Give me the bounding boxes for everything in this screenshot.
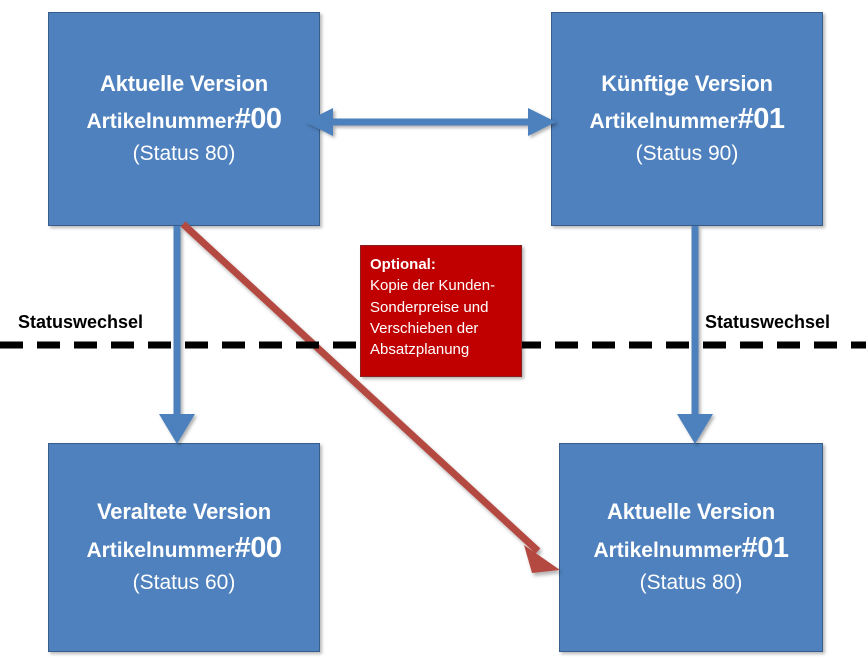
node-kuenftige-version-01[interactable]: Künftige Version Artikelnummer#01 (Statu… bbox=[551, 12, 823, 226]
optional-note-line: Absatzplanung bbox=[370, 341, 470, 359]
node-article-line: Artikelnummer#00 bbox=[86, 98, 282, 140]
node-veraltete-version-00[interactable]: Veraltete Version Artikelnummer#00 (Stat… bbox=[48, 443, 320, 652]
statuswechsel-label-right: Statuswechsel bbox=[705, 312, 831, 332]
node-article-label: Artikelnummer bbox=[593, 538, 742, 562]
node-article-number: #01 bbox=[741, 531, 789, 564]
node-article-line: Artikelnummer#01 bbox=[589, 98, 785, 140]
optional-note-line: Verschieben der bbox=[370, 319, 479, 337]
connector-right-vertical bbox=[677, 226, 713, 444]
node-status: (Status 60) bbox=[132, 570, 236, 594]
statuswechsel-label-left: Statuswechsel bbox=[18, 312, 144, 332]
node-title: Aktuelle Version bbox=[100, 70, 268, 96]
node-article-label: Artikelnummer bbox=[86, 110, 235, 134]
node-article-line: Artikelnummer#01 bbox=[593, 527, 789, 569]
node-article-number: #01 bbox=[737, 103, 785, 136]
node-article-number: #00 bbox=[234, 103, 282, 136]
node-status: (Status 80) bbox=[132, 142, 236, 166]
node-status: (Status 80) bbox=[639, 570, 743, 594]
connector-diagonal-optional bbox=[180, 221, 560, 573]
node-article-line: Artikelnummer#00 bbox=[86, 527, 282, 569]
node-title: Veraltete Version bbox=[97, 499, 271, 524]
optional-note-line: Sonderpreise und bbox=[370, 298, 489, 316]
node-title: Künftige Version bbox=[601, 70, 773, 96]
optional-note-line: Kopie der Kunden- bbox=[370, 277, 496, 295]
node-status: (Status 90) bbox=[635, 142, 739, 166]
node-article-label: Artikelnummer bbox=[86, 538, 235, 562]
node-article-label: Artikelnummer bbox=[589, 110, 738, 134]
connector-left-vertical bbox=[159, 226, 195, 444]
connector-top-horizontal bbox=[305, 108, 556, 136]
optional-note-box[interactable]: Optional: Kopie der Kunden- Sonderpreise… bbox=[360, 245, 522, 377]
node-aktuelle-version-00[interactable]: Aktuelle Version Artikelnummer#00 (Statu… bbox=[48, 12, 320, 226]
node-article-number: #00 bbox=[234, 531, 282, 564]
node-aktuelle-version-01[interactable]: Aktuelle Version Artikelnummer#01 (Statu… bbox=[559, 443, 823, 652]
optional-note-title: Optional: bbox=[370, 256, 436, 273]
node-title: Aktuelle Version bbox=[607, 499, 775, 524]
